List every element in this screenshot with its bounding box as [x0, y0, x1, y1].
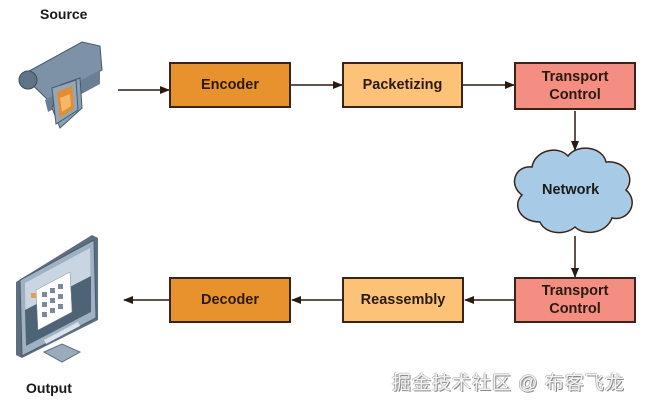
monitor-icon [16, 235, 98, 363]
decoder-label: Decoder [200, 292, 260, 308]
transport-control-send-box: Transport Control [514, 62, 636, 110]
network-label: Network [542, 182, 600, 198]
transport-control-line2: Control [549, 87, 601, 103]
transport-control-line1: Transport [541, 283, 609, 299]
encoder-label: Encoder [200, 77, 259, 93]
transport-control-receive-box: Transport Control [514, 277, 636, 323]
camcorder-icon [18, 41, 103, 129]
decoder-box: Decoder [169, 277, 291, 323]
watermark: 掘金技术社区 @ 布客飞龙 [392, 373, 625, 394]
transport-control-line2: Control [549, 301, 601, 317]
packetizing-label: Packetizing [362, 77, 443, 93]
output-label: Output [26, 380, 72, 396]
reassembly-label: Reassembly [360, 292, 446, 308]
packetizing-box: Packetizing [342, 62, 463, 108]
encoder-box: Encoder [169, 62, 291, 108]
transport-control-line1: Transport [541, 69, 609, 85]
source-label: Source [40, 6, 88, 22]
network-cloud [513, 147, 633, 234]
reassembly-box: Reassembly [342, 277, 464, 323]
